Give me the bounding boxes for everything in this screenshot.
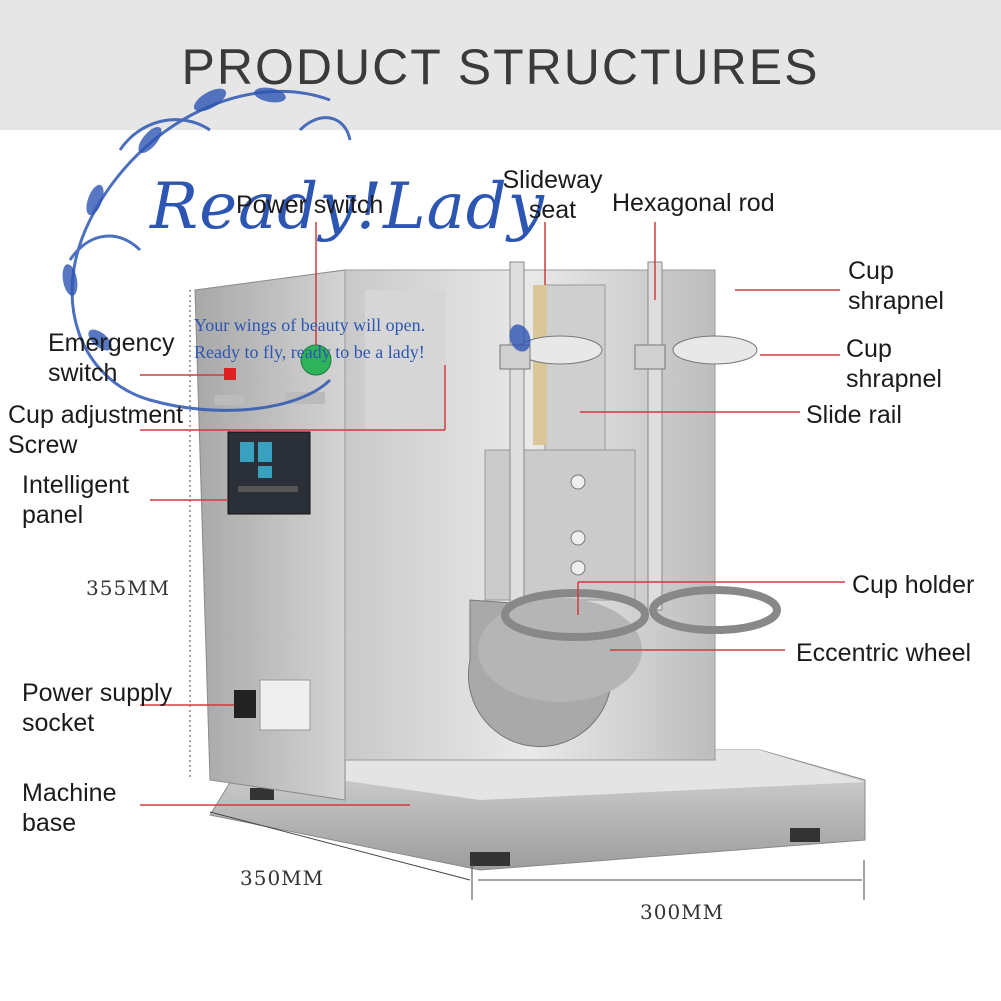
page-title: PRODUCT STRUCTURES <box>181 39 820 95</box>
label-slideway-seat: Slideway seat <box>502 166 603 224</box>
power-socket-shape <box>234 690 256 718</box>
emergency-switch-shape <box>224 368 236 380</box>
label-cup-shrapnel-1: Cup shrapnel <box>848 257 944 315</box>
label-hexagonal-rod: Hexagonal rod <box>612 189 775 217</box>
label-cup-adjustment-screw: Cup adjustment Screw <box>8 401 184 459</box>
cup-holder-left <box>501 589 649 641</box>
title-banner <box>0 0 1001 130</box>
watermark-brand: Ready!Lady <box>150 170 545 244</box>
dimension-width: 300MM <box>640 900 725 924</box>
dimension-height: 355MM <box>86 576 171 600</box>
label-machine-base: Machine base <box>22 779 117 837</box>
label-slide-rail: Slide rail <box>806 401 902 429</box>
label-power-supply-socket: Power supply socket <box>22 679 173 737</box>
label-intelligent-panel: Intelligent panel <box>22 471 130 529</box>
label-emergency-switch: Emergency switch <box>48 329 175 387</box>
watermark-slogan-line1: Your wings of beauty will open. <box>194 315 426 335</box>
watermark-slogan-line2: Ready to fly, ready to be a lady! <box>194 342 425 362</box>
label-cup-shrapnel-2: Cup shrapnel <box>846 335 942 393</box>
label-eccentric-wheel: Eccentric wheel <box>796 639 972 667</box>
cup-holder-right <box>649 586 781 634</box>
label-cup-holder: Cup holder <box>852 571 975 599</box>
dimension-depth: 350MM <box>240 866 325 890</box>
label-power-switch: Power switch <box>236 191 384 219</box>
